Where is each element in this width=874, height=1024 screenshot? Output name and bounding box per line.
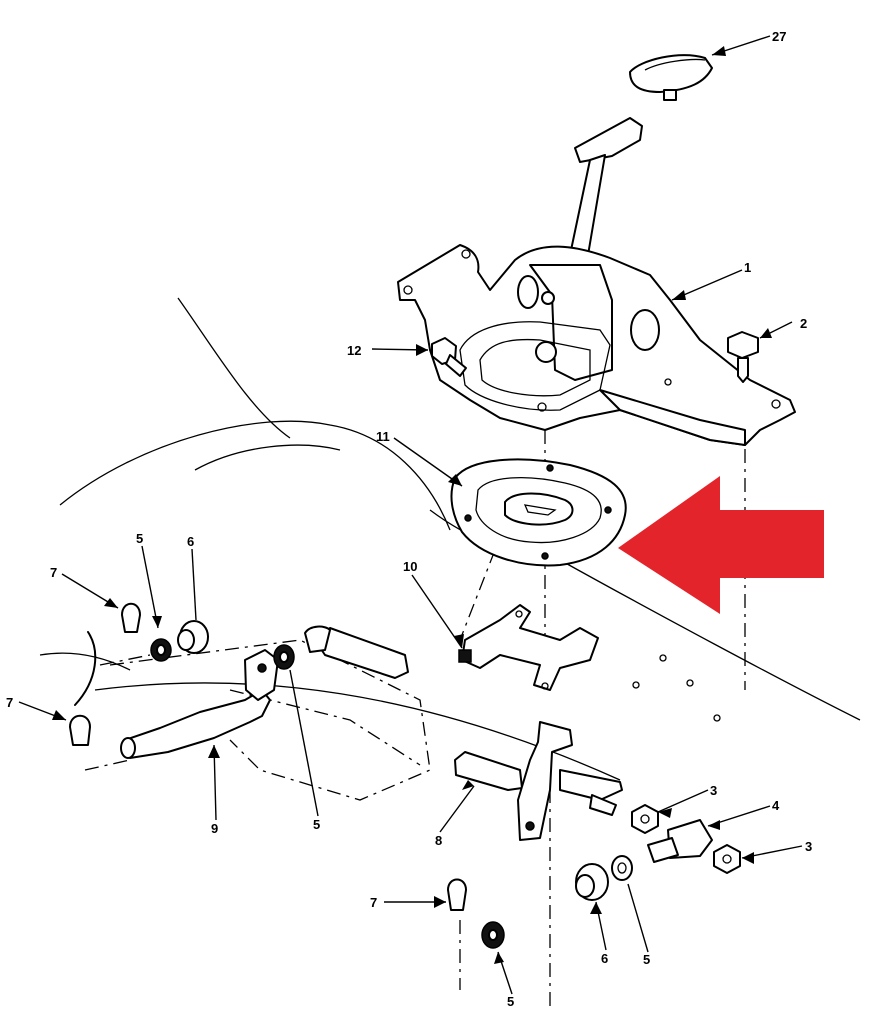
dashed-reference-lines xyxy=(84,420,746,1010)
callout-6-upper: 6 xyxy=(187,534,194,549)
callout-5-lower-right: 5 xyxy=(643,952,650,967)
callout-6-lower: 6 xyxy=(601,951,608,966)
shift-lever-assembly xyxy=(397,117,796,446)
highlight-arrow xyxy=(618,476,824,614)
callout-12: 12 xyxy=(347,343,361,358)
callout-7-left: 7 xyxy=(6,695,13,710)
shift-boot-seal xyxy=(450,458,627,567)
callout-8: 8 xyxy=(435,833,442,848)
callout-arrowheads xyxy=(52,46,772,964)
pivot-bolt xyxy=(431,337,467,377)
shift-knob xyxy=(629,54,713,101)
callout-27: 27 xyxy=(772,29,786,44)
callout-7-lower: 7 xyxy=(370,895,377,910)
cable-bracket xyxy=(458,604,599,691)
callout-4: 4 xyxy=(772,798,780,813)
callout-5-bottom: 5 xyxy=(507,994,514,1009)
callout-5-mid: 5 xyxy=(313,817,320,832)
callout-3-lower: 3 xyxy=(805,839,812,854)
callout-3-upper: 3 xyxy=(710,783,717,798)
callout-labels: 27 1 2 12 11 10 5 6 7 7 9 5 8 3 4 3 7 6 … xyxy=(6,29,812,1009)
callout-2: 2 xyxy=(800,316,807,331)
callout-7-upper: 7 xyxy=(50,565,57,580)
linkage-rod-left xyxy=(74,631,279,759)
callout-10: 10 xyxy=(403,559,417,574)
callout-5-upper-left: 5 xyxy=(136,531,143,546)
callout-11: 11 xyxy=(376,429,390,444)
callout-9: 9 xyxy=(211,821,218,836)
lower-shift-lever xyxy=(517,721,623,841)
mounting-bolt xyxy=(727,331,759,383)
callout-1: 1 xyxy=(744,260,751,275)
hardware-items xyxy=(69,602,741,949)
